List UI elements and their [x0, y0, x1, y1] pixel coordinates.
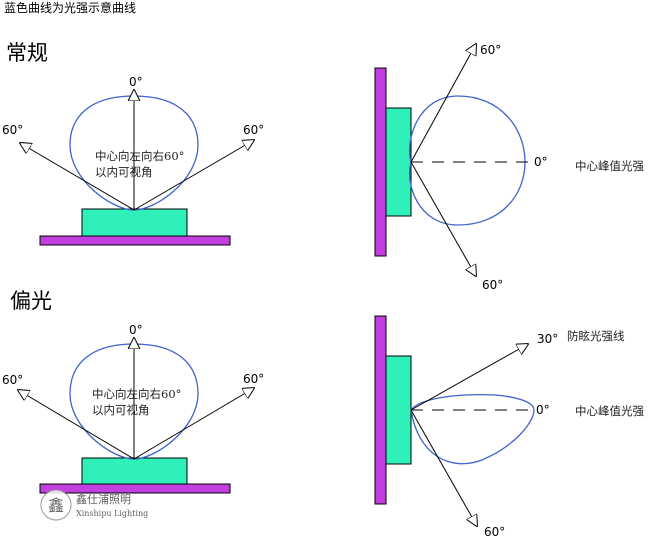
angle-label-down: 60°	[484, 525, 505, 538]
angle-label-mid: 0°	[536, 403, 550, 417]
viewing-angle-note-1: 中心向左向右60°	[92, 387, 181, 401]
base-plate	[39, 483, 231, 494]
intensity-curve	[409, 95, 526, 226]
angle-label-top: 0°	[129, 75, 143, 89]
front-view-normal: 0° 60° 60° 中心向左向右60° 以内可视角	[2, 75, 264, 246]
base-plate	[39, 235, 231, 246]
angle-label-right: 60°	[243, 123, 264, 137]
mounting-bar	[374, 315, 387, 505]
arrow-right-60-deg	[133, 140, 254, 211]
arrow-up-30-deg	[410, 344, 528, 411]
peak-intensity-label: 中心峰值光强	[575, 159, 644, 173]
angle-label-top: 0°	[129, 323, 143, 337]
arrow-left-60-deg	[18, 390, 135, 460]
angle-label-down: 60°	[482, 278, 503, 292]
led-chip	[385, 355, 412, 465]
arrow-left-60-deg	[20, 143, 135, 211]
arrow-right-60-deg	[133, 388, 254, 460]
led-chip	[81, 208, 188, 237]
angle-label-left: 60°	[2, 373, 23, 387]
viewing-angle-note-1: 中心向左向右60°	[95, 149, 184, 163]
side-view-polarized: 30° 0° 60° 防眩光强线 中心峰值光强	[374, 315, 644, 538]
watermark-name-en: Xinshipu Lighting	[76, 509, 148, 518]
peak-intensity-label: 中心峰值光强	[575, 404, 644, 418]
header-caption: 蓝色曲线为光强示意曲线	[4, 0, 136, 15]
angle-label-mid: 0°	[534, 155, 548, 169]
watermark-logo: 鑫 鑫仕浦照明 Xinshipu Lighting	[40, 489, 148, 521]
front-view-polarized: 0° 60° 60° 中心向左向右60° 以内可视角	[2, 323, 264, 494]
anti-glare-label: 防眩光强线	[567, 329, 625, 343]
viewing-angle-note-2: 以内可视角	[95, 165, 153, 179]
intensity-curve	[410, 394, 535, 465]
angle-label-left: 60°	[2, 123, 23, 137]
led-chip	[385, 107, 412, 217]
watermark-name: 鑫仕浦照明	[76, 492, 131, 506]
section-title-polarized: 偏光	[10, 289, 52, 313]
angle-label-right: 60°	[243, 372, 264, 386]
angle-label-up: 30°	[537, 332, 558, 346]
side-view-normal: 60° 0° 60° 中心峰值光强	[374, 43, 644, 292]
logo-circle	[40, 489, 72, 521]
mounting-bar	[374, 67, 387, 257]
viewing-angle-note-2: 以内可视角	[92, 403, 150, 417]
led-chip	[81, 457, 188, 485]
arrow-down-60-deg	[410, 409, 477, 526]
arrow-down-60-deg	[410, 161, 476, 276]
section-title-normal: 常规	[6, 41, 48, 65]
arrow-up-60-deg	[410, 44, 476, 163]
logo-character: 鑫	[48, 496, 64, 515]
angle-label-up: 60°	[480, 43, 501, 57]
